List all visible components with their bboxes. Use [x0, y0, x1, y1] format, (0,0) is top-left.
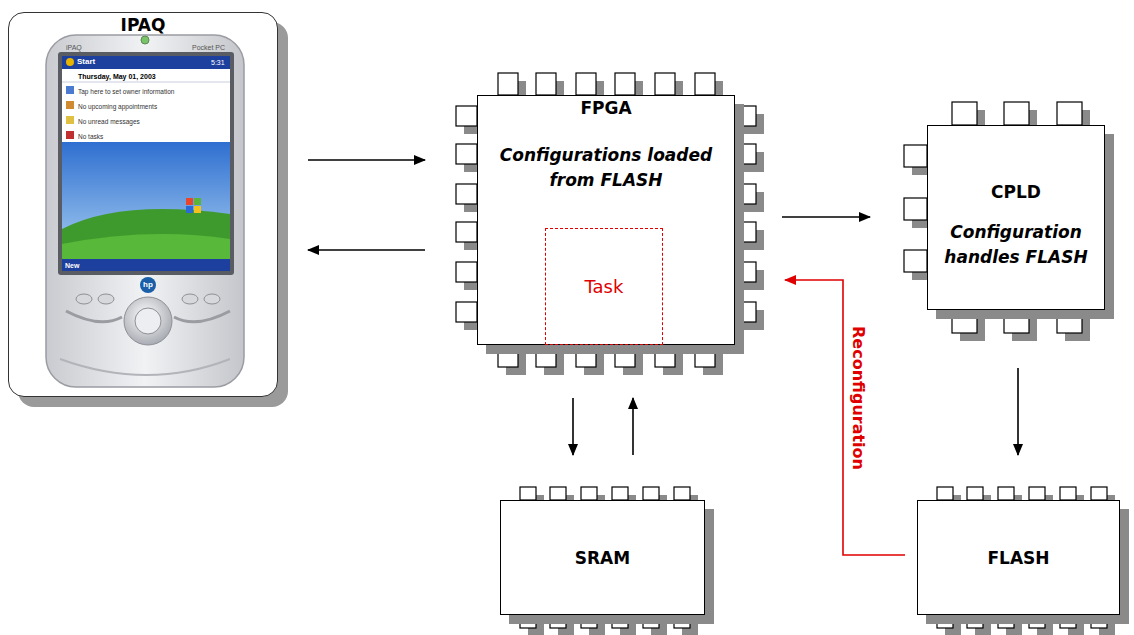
device-brand: Pocket PC: [192, 44, 225, 52]
chip-title: SRAM: [575, 548, 630, 568]
connector-arrow: [785, 280, 905, 555]
device-brand: iPAQ: [66, 44, 82, 52]
screen-text: No upcoming appointments: [78, 103, 157, 110]
screen-text: No tasks: [78, 133, 103, 140]
chip-title: FPGA: [486, 98, 726, 118]
memory-chip: FLASH: [917, 500, 1120, 615]
chip-box: FPGA Configurations loaded from FLASH Task: [477, 95, 735, 345]
chip-note: Configuration handles FLASH: [934, 220, 1098, 270]
task-label: Task: [585, 276, 624, 298]
pda-illustration: [45, 34, 245, 390]
connector-arrow: [572, 398, 574, 455]
connector-arrow: [632, 398, 634, 455]
connector-arrow: [1017, 368, 1019, 455]
screen-text: Thursday, May 01, 2003: [78, 73, 156, 81]
memory-chip: SRAM: [500, 500, 705, 615]
brand-logo: hp: [143, 281, 153, 290]
chip-title: CPLD: [934, 182, 1098, 202]
screen-text: New: [65, 262, 79, 270]
connector-arrow: [782, 216, 870, 218]
chip-note: Configurations loaded from FLASH: [499, 143, 714, 193]
screen-text: No unread messages: [78, 118, 140, 125]
connector-arrow: [308, 249, 425, 251]
screen-text: Tap here to set owner information: [78, 88, 174, 95]
connector-arrow: [308, 159, 425, 161]
chip-title: FLASH: [987, 548, 1049, 568]
screen-text: Start: [77, 58, 95, 67]
device-title: IPAQ: [9, 15, 277, 35]
screen-text: 5:31: [211, 59, 225, 67]
edge-label: Reconfiguration: [849, 326, 867, 470]
task-region: Task: [545, 228, 663, 345]
device-box: IPAQ: [8, 12, 278, 397]
chip-box: CPLD Configuration handles FLASH: [927, 125, 1105, 310]
